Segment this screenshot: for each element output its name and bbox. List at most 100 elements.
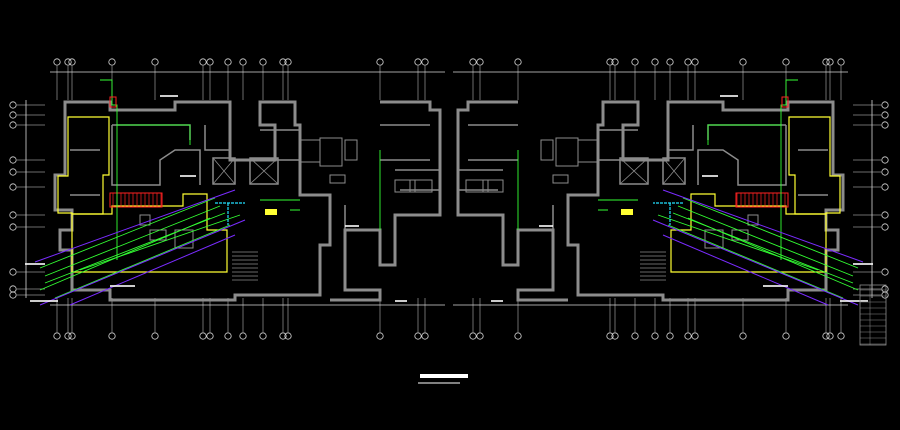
furniture: [394, 179, 416, 193]
grid-bubble: [684, 58, 692, 66]
furniture: [139, 214, 151, 226]
grid-bubble: [259, 332, 267, 340]
grid-bubble: [53, 58, 61, 66]
grid-bubble: [414, 58, 422, 66]
circuit-line: [39, 197, 216, 269]
annotation-label-mark: [180, 175, 196, 177]
annotation-label-mark: [702, 175, 718, 177]
furniture: [174, 229, 194, 249]
grid-bubble: [881, 121, 889, 129]
grid-bubble: [9, 211, 17, 219]
circuit-line: [682, 197, 859, 269]
circuit-line: [44, 205, 221, 277]
wall-outline-center: [456, 100, 568, 302]
grid-bubble: [881, 183, 889, 191]
grid-bubble: [9, 156, 17, 164]
hatched-area: [109, 192, 163, 208]
grid-bubble: [514, 58, 522, 66]
grid-bubble: [684, 332, 692, 340]
grid-bubble: [68, 58, 76, 66]
annotation-label-mark: [840, 300, 868, 302]
grid-bubble: [199, 332, 207, 340]
grid-bubble: [9, 111, 17, 119]
grid-bubble: [9, 285, 17, 293]
drawing-title: [418, 374, 468, 384]
grid-bubble: [9, 223, 17, 231]
legend-frame: [859, 284, 887, 346]
grid-bubble: [881, 268, 889, 276]
grid-bubble: [68, 332, 76, 340]
furniture: [731, 229, 749, 241]
annotation-label-mark: [110, 285, 135, 287]
annotation-label-mark: [345, 225, 359, 227]
grid-bubble: [224, 58, 232, 66]
annotation-label-mark: [25, 263, 45, 265]
circuit-run: [517, 79, 798, 260]
conduit-line: [69, 234, 236, 306]
grid-bubble: [414, 332, 422, 340]
annotation-label-mark: [160, 95, 178, 97]
grid-bubble: [199, 58, 207, 66]
grid-bubble: [651, 332, 659, 340]
circuit-line: [667, 224, 844, 299]
grid-bubble: [224, 332, 232, 340]
grid-bubble: [9, 291, 17, 299]
annotation-label-mark: [395, 300, 407, 302]
conduit-line: [662, 189, 864, 263]
grid-bubble: [259, 58, 267, 66]
furniture: [149, 229, 167, 241]
elevator-cross: [619, 157, 649, 185]
grid-bubble: [881, 101, 889, 109]
panel-box: [109, 96, 117, 108]
grid-bubble: [151, 58, 159, 66]
elevator-cross: [249, 157, 279, 185]
grid-bubble: [651, 58, 659, 66]
circuit-run: [100, 79, 381, 260]
grid-bubble: [376, 58, 384, 66]
grid-bubble: [206, 58, 214, 66]
furniture: [540, 139, 554, 161]
equipment-block: [265, 209, 277, 215]
annotation-label-mark: [720, 95, 738, 97]
grid-bubble: [606, 332, 614, 340]
grid-bubble: [881, 291, 889, 299]
furniture: [344, 139, 358, 161]
grid-bubble: [469, 58, 477, 66]
grid-bubble: [9, 101, 17, 109]
circuit-line: [687, 217, 859, 291]
grid-bubble: [9, 268, 17, 276]
furniture: [299, 139, 321, 163]
grid-bubble: [782, 58, 790, 66]
grid-bubble: [691, 332, 699, 340]
conduit-line: [34, 189, 236, 263]
hatched-area: [735, 192, 789, 208]
grid-bubble: [9, 121, 17, 129]
elevator-shaft: [619, 157, 649, 185]
circuit-line: [54, 224, 231, 299]
grid-bubble: [881, 168, 889, 176]
grid-bubble: [514, 332, 522, 340]
grid-bubble: [284, 332, 292, 340]
elevator-shaft: [212, 157, 236, 185]
grid-bubble: [469, 332, 477, 340]
grid-bubble: [279, 58, 287, 66]
grid-bubble: [822, 58, 830, 66]
annotation-label-mark: [539, 225, 553, 227]
grid-bubble: [826, 332, 834, 340]
grid-bubble: [881, 111, 889, 119]
conduit-line: [662, 234, 829, 306]
panel-box: [781, 96, 789, 108]
floor-plan-right-half: [453, 58, 889, 340]
grid-bubble: [782, 332, 790, 340]
grid-bubble: [9, 168, 17, 176]
grid-bubble: [64, 58, 72, 66]
legend-table: [859, 284, 887, 346]
annotation-label-mark: [30, 300, 58, 302]
grid-bubble: [881, 211, 889, 219]
furniture: [577, 139, 599, 163]
grid-bubble: [476, 58, 484, 66]
grid-bubble: [64, 332, 72, 340]
grid-bubble: [881, 223, 889, 231]
zone-outline: [71, 193, 228, 273]
